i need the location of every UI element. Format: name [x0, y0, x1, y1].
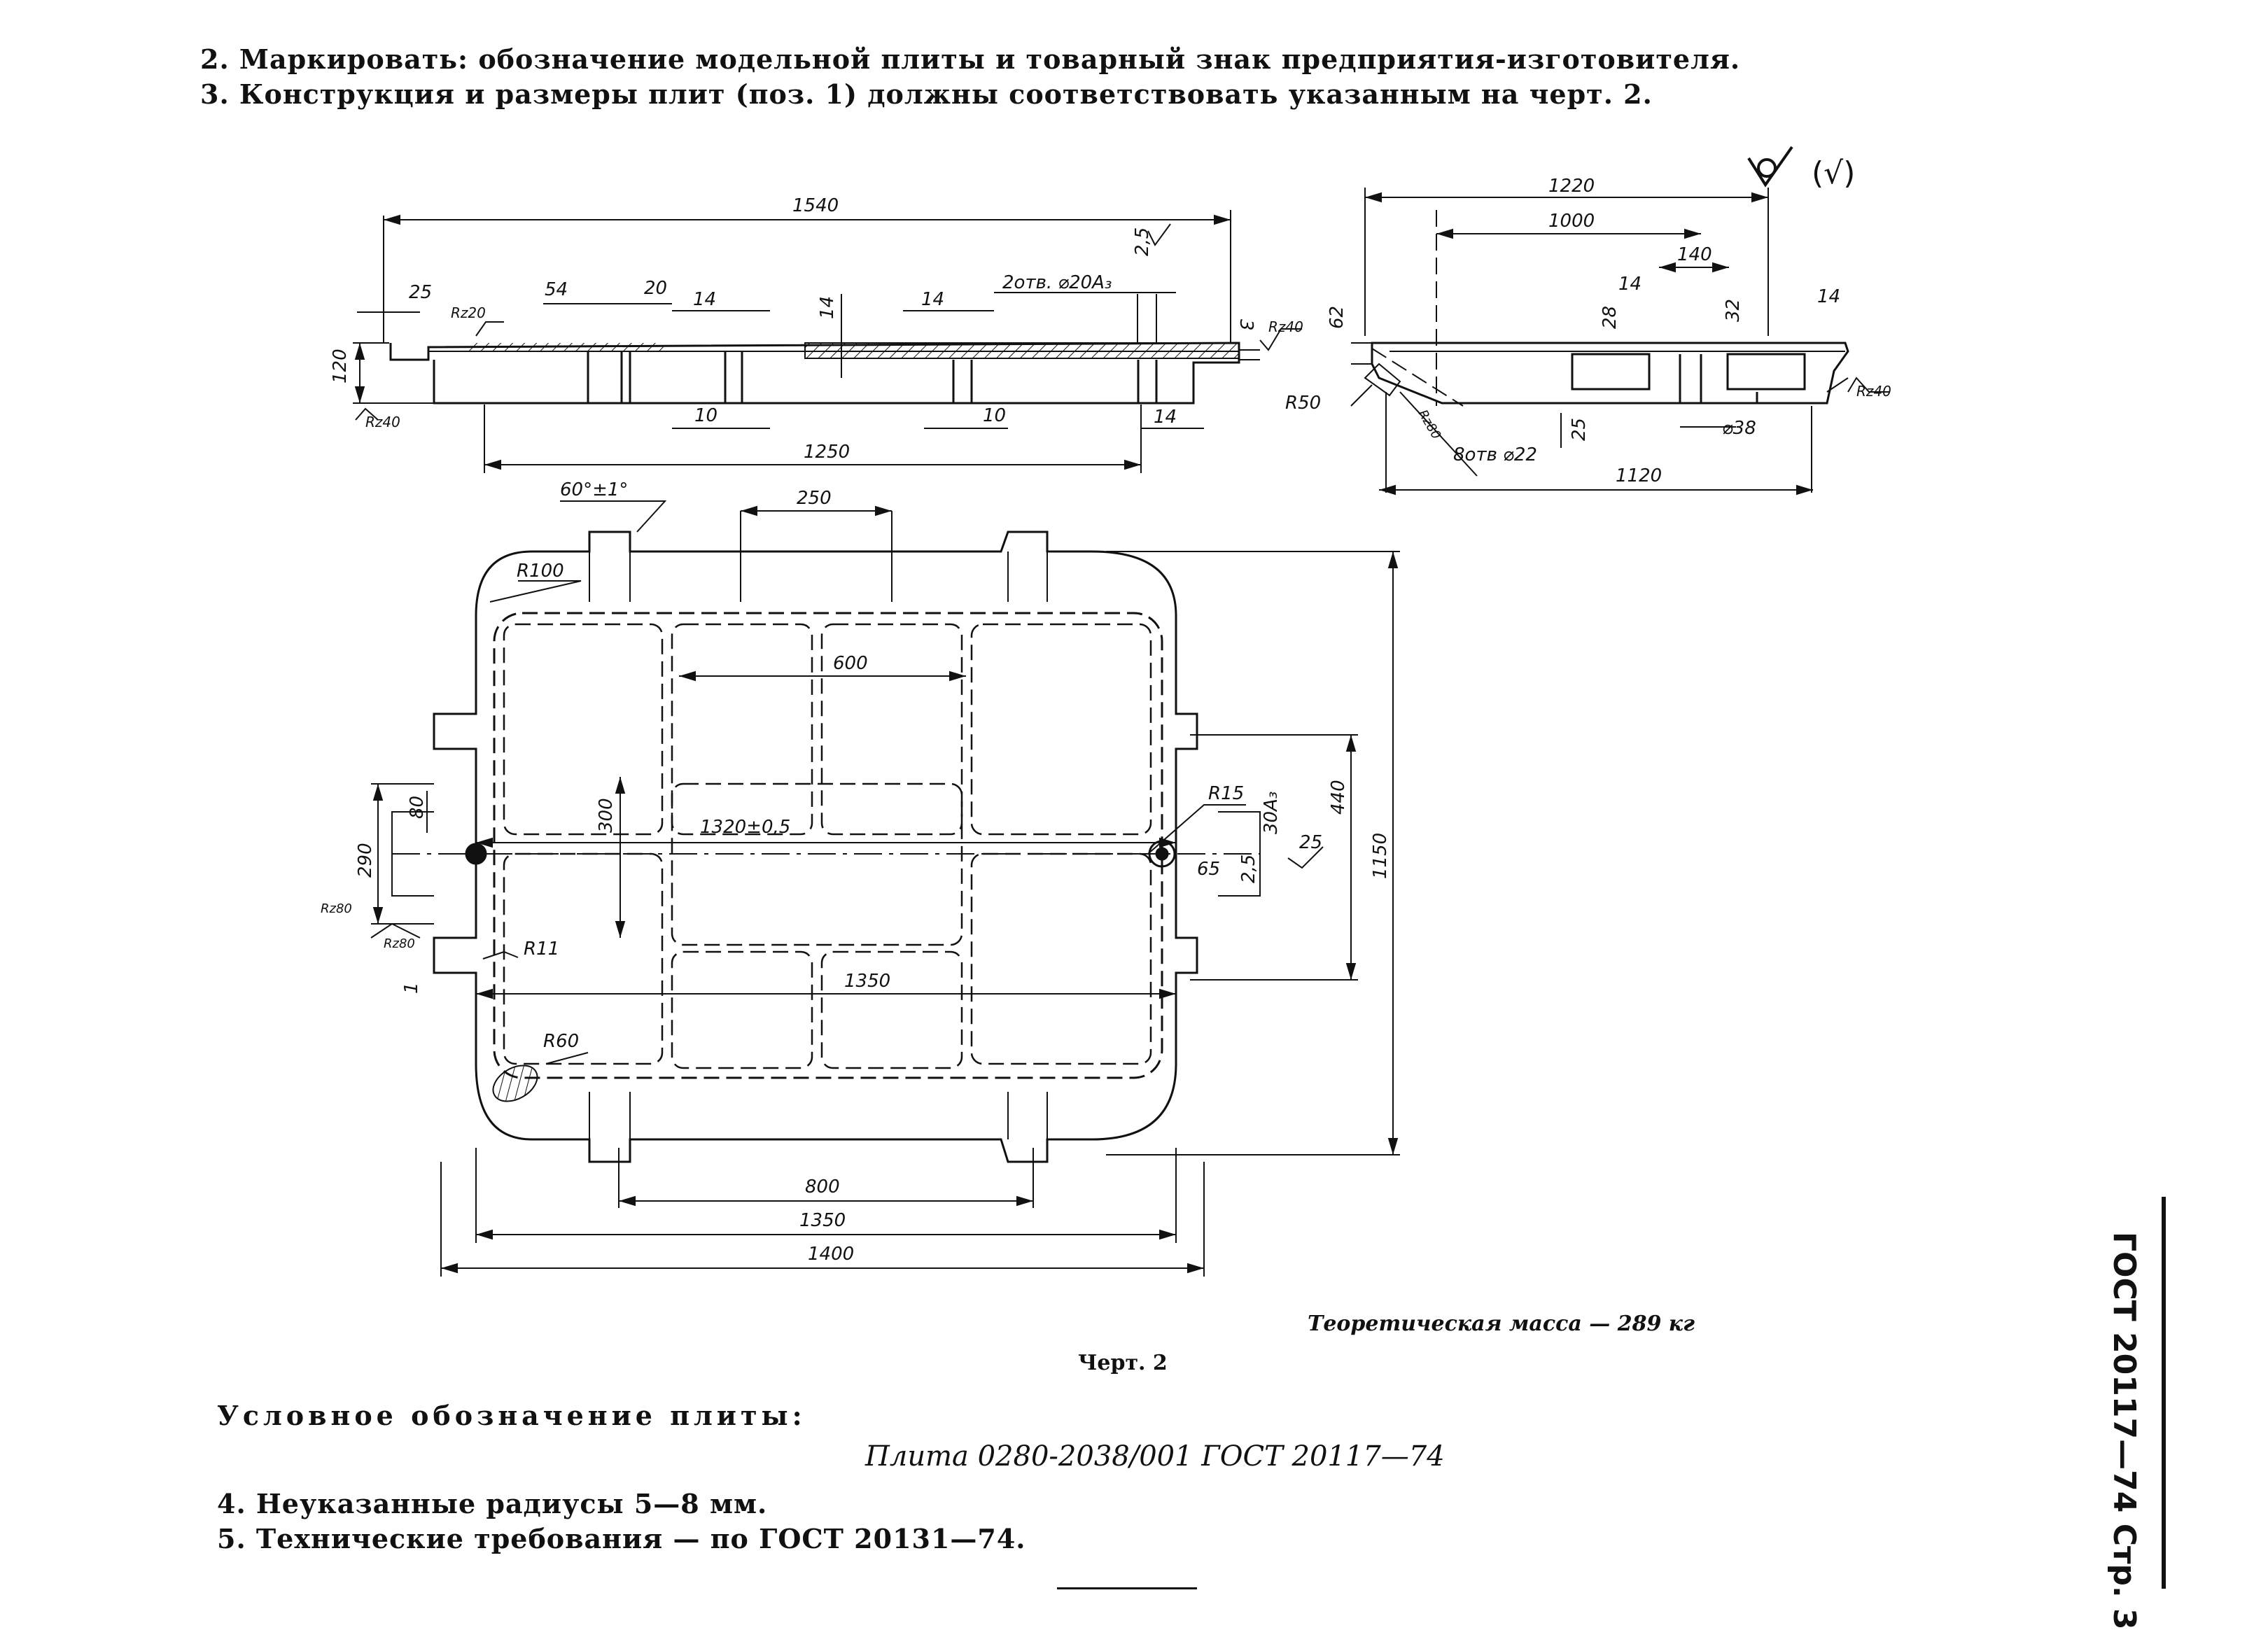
plan-inner-contour [493, 612, 1163, 1079]
dim-10a: 10 [694, 405, 718, 426]
plan-view [370, 500, 1400, 1277]
note-4: 4. Неуказанные радиусы 5—8 мм. [217, 1488, 768, 1519]
dim-r100: R100 [517, 561, 564, 582]
dim-250: 250 [797, 488, 832, 509]
dim-300: 300 [596, 798, 617, 833]
dim-25: 25 [1569, 418, 1590, 441]
dim-32: 32 [1723, 299, 1744, 322]
roughness-rz40-left: Rz40 [365, 414, 400, 430]
dim-800: 800 [805, 1176, 840, 1197]
note-3: 3. Конструкция и размеры плит (поз. 1) д… [200, 78, 1653, 110]
dim-1000: 1000 [1548, 211, 1595, 232]
roughness-rz40-right: Rz40 [1268, 318, 1303, 335]
plan-view-labels: 60°±1° 250 R100 600 300 1320±0,5 290 80 … [321, 479, 1391, 1265]
front-view [353, 210, 1302, 473]
roughness-rz80-b: Rz80 [384, 936, 415, 951]
dim-25-left: 25 [409, 282, 432, 303]
dim-1: 1 [401, 982, 422, 994]
dim-14a: 14 [693, 289, 716, 310]
roughness-rz20: Rz20 [451, 304, 486, 321]
dim-1350-inner: 1350 [844, 971, 890, 992]
dim-14b: 14 [817, 296, 838, 319]
roughness-general-mark [1747, 146, 1793, 188]
theoretical-mass: Теоретическая масса — 289 кг [1308, 1312, 1695, 1336]
dim-25-plan: 25 [1299, 832, 1322, 853]
dim-80: 80 [407, 796, 428, 819]
roughness-rz80-a: Rz80 [321, 901, 352, 916]
dim-140: 140 [1677, 244, 1712, 265]
holes-8x22: 8отв ⌀22 [1453, 444, 1537, 465]
dim-14c: 14 [921, 289, 944, 310]
dim-440: 440 [1328, 780, 1349, 815]
roughness-rz40-side: Rz40 [1856, 383, 1891, 400]
dim-1120: 1120 [1616, 465, 1662, 486]
dim-d38: ⌀38 [1722, 418, 1756, 439]
side-view-labels: 1220 1000 140 14 14 28 32 62 25 ⌀38 R50 … [1285, 176, 1891, 486]
dim-14d: 14 [1154, 407, 1177, 428]
dim-1320: 1320±0,5 [700, 817, 790, 838]
dim-28: 28 [1600, 306, 1620, 329]
designation-heading: Условное обозначение плиты: [217, 1400, 806, 1431]
figure-caption: Черт. 2 [1078, 1351, 1168, 1375]
designation-value: Плита 0280-2038/001 ГОСТ 20117—74 [865, 1440, 1445, 1473]
dim-r60: R60 [543, 1031, 579, 1052]
plan-outer-contour [433, 531, 1198, 1163]
side-label-bar [2162, 1197, 2166, 1589]
bottom-rule [1057, 1587, 1197, 1589]
dim-14-right: 14 [1817, 286, 1840, 307]
dim-54: 54 [545, 279, 568, 300]
note-5: 5. Технические требования — по ГОСТ 2013… [217, 1523, 1026, 1554]
dim-14-left: 14 [1618, 274, 1642, 295]
dim-r15: R15 [1208, 783, 1244, 804]
dim-600: 600 [833, 653, 868, 674]
dim-1220: 1220 [1548, 176, 1595, 197]
dim-65: 65 [1197, 859, 1220, 880]
dim-2-5-right: 2,5 [1132, 227, 1153, 256]
note-2: 2. Маркировать: обозначение модельной пл… [200, 43, 1741, 75]
dim-r50: R50 [1285, 393, 1321, 414]
side-view [1350, 188, 1890, 496]
dim-angle: 60°±1° [560, 479, 628, 500]
dim-1350: 1350 [799, 1210, 846, 1231]
dim-10b: 10 [983, 405, 1006, 426]
dim-1250: 1250 [804, 442, 850, 463]
dim-120: 120 [330, 349, 351, 384]
roughness-rz80-side: Rz80 [1415, 407, 1444, 442]
dim-1540: 1540 [792, 195, 839, 216]
dim-2-5-plan: 2,5 [1238, 855, 1259, 883]
dim-30a3: 30А₃ [1261, 792, 1282, 834]
front-view-labels: 1540 1250 120 25 54 20 14 14 14 10 10 14… [330, 195, 1303, 463]
dim-1150: 1150 [1370, 833, 1391, 879]
dim-r11: R11 [524, 939, 559, 960]
dim-62: 62 [1326, 306, 1348, 329]
dim-20: 20 [644, 278, 667, 299]
page-side-label: ГОСТ 20117—74 Стр. 3 [2106, 1232, 2142, 1630]
roughness-general: (√) [1812, 155, 1855, 191]
holes-2x20: 2отв. ⌀20А₃ [1002, 272, 1112, 293]
dim-1400: 1400 [808, 1244, 854, 1265]
dim-290: 290 [355, 843, 376, 878]
dim-3-right: 3 [1236, 319, 1256, 331]
